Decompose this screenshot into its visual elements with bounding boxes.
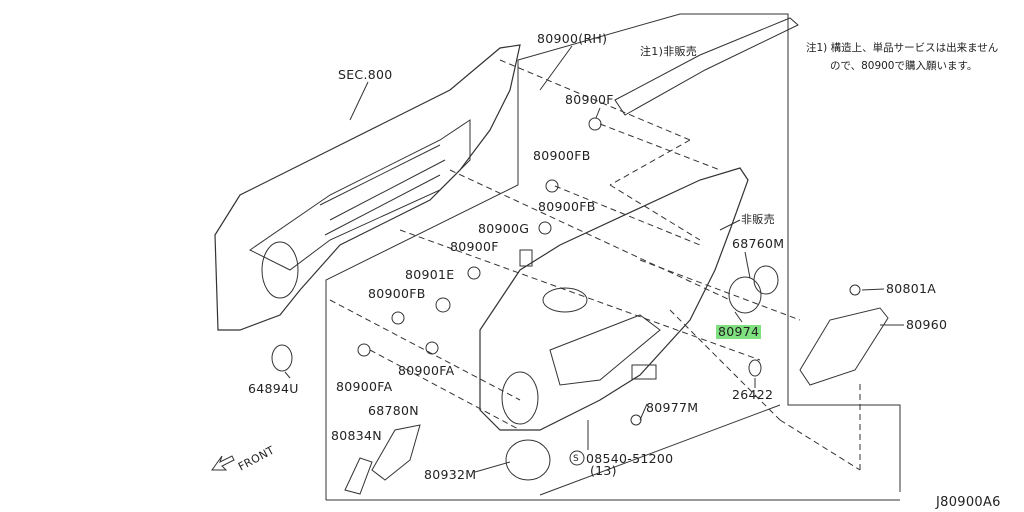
label-note-not-sold: 注1)非販売 [640,45,698,58]
front-arrow-icon [211,455,235,471]
label-80900rh: 80900(RH) [537,31,608,46]
label-80900fb: 80900FB [368,286,426,301]
label-80834n: 80834N [331,428,382,443]
leader-lines [284,45,904,473]
label-08540-51200: 08540-51200 [586,451,674,466]
label-08540-qty: (13) [590,463,617,478]
door-shell [214,44,521,331]
door-trim-panel [479,167,749,431]
diagram-id: J80900A6 [936,495,1001,510]
label-80932m: 80932M [424,467,477,482]
note-line-1: 注1) 構造上、単品サービスは出来ません [806,42,999,54]
screw-symbol-icon [569,450,585,466]
label-80901e: 80901E [405,267,455,282]
label-68780n: 68780N [368,403,419,418]
label-not-sold: 非販売 [741,213,775,226]
label-80900g: 80900G [478,221,530,236]
switch-panel [799,307,889,386]
label-64894u: 64894U [248,381,299,396]
label-80960: 80960 [906,317,948,332]
label-80974-highlighted[interactable]: 80974 [716,324,762,339]
label-80900fb: 80900FB [533,148,591,163]
label-80900fb: 80900FB [538,199,596,214]
dashed-guides [329,59,861,471]
label-80977m: 80977M [646,400,699,415]
note-line-2: ので、80900で購入願います。 [830,60,978,72]
weatherstrip [614,17,799,116]
frame-line [325,13,901,500]
screw-symbol-letter: S [573,454,580,464]
label-80900fa: 80900FA [336,379,393,394]
label-26422: 26422 [732,387,774,402]
label-80900fa: 80900FA [398,363,455,378]
label-68760m: 68760M [732,236,785,251]
label-80900f: 80900F [450,239,499,254]
label-80801a: 80801A [886,281,937,296]
label-80900f: 80900F [565,92,614,107]
label-sec800: SEC.800 [338,67,393,82]
